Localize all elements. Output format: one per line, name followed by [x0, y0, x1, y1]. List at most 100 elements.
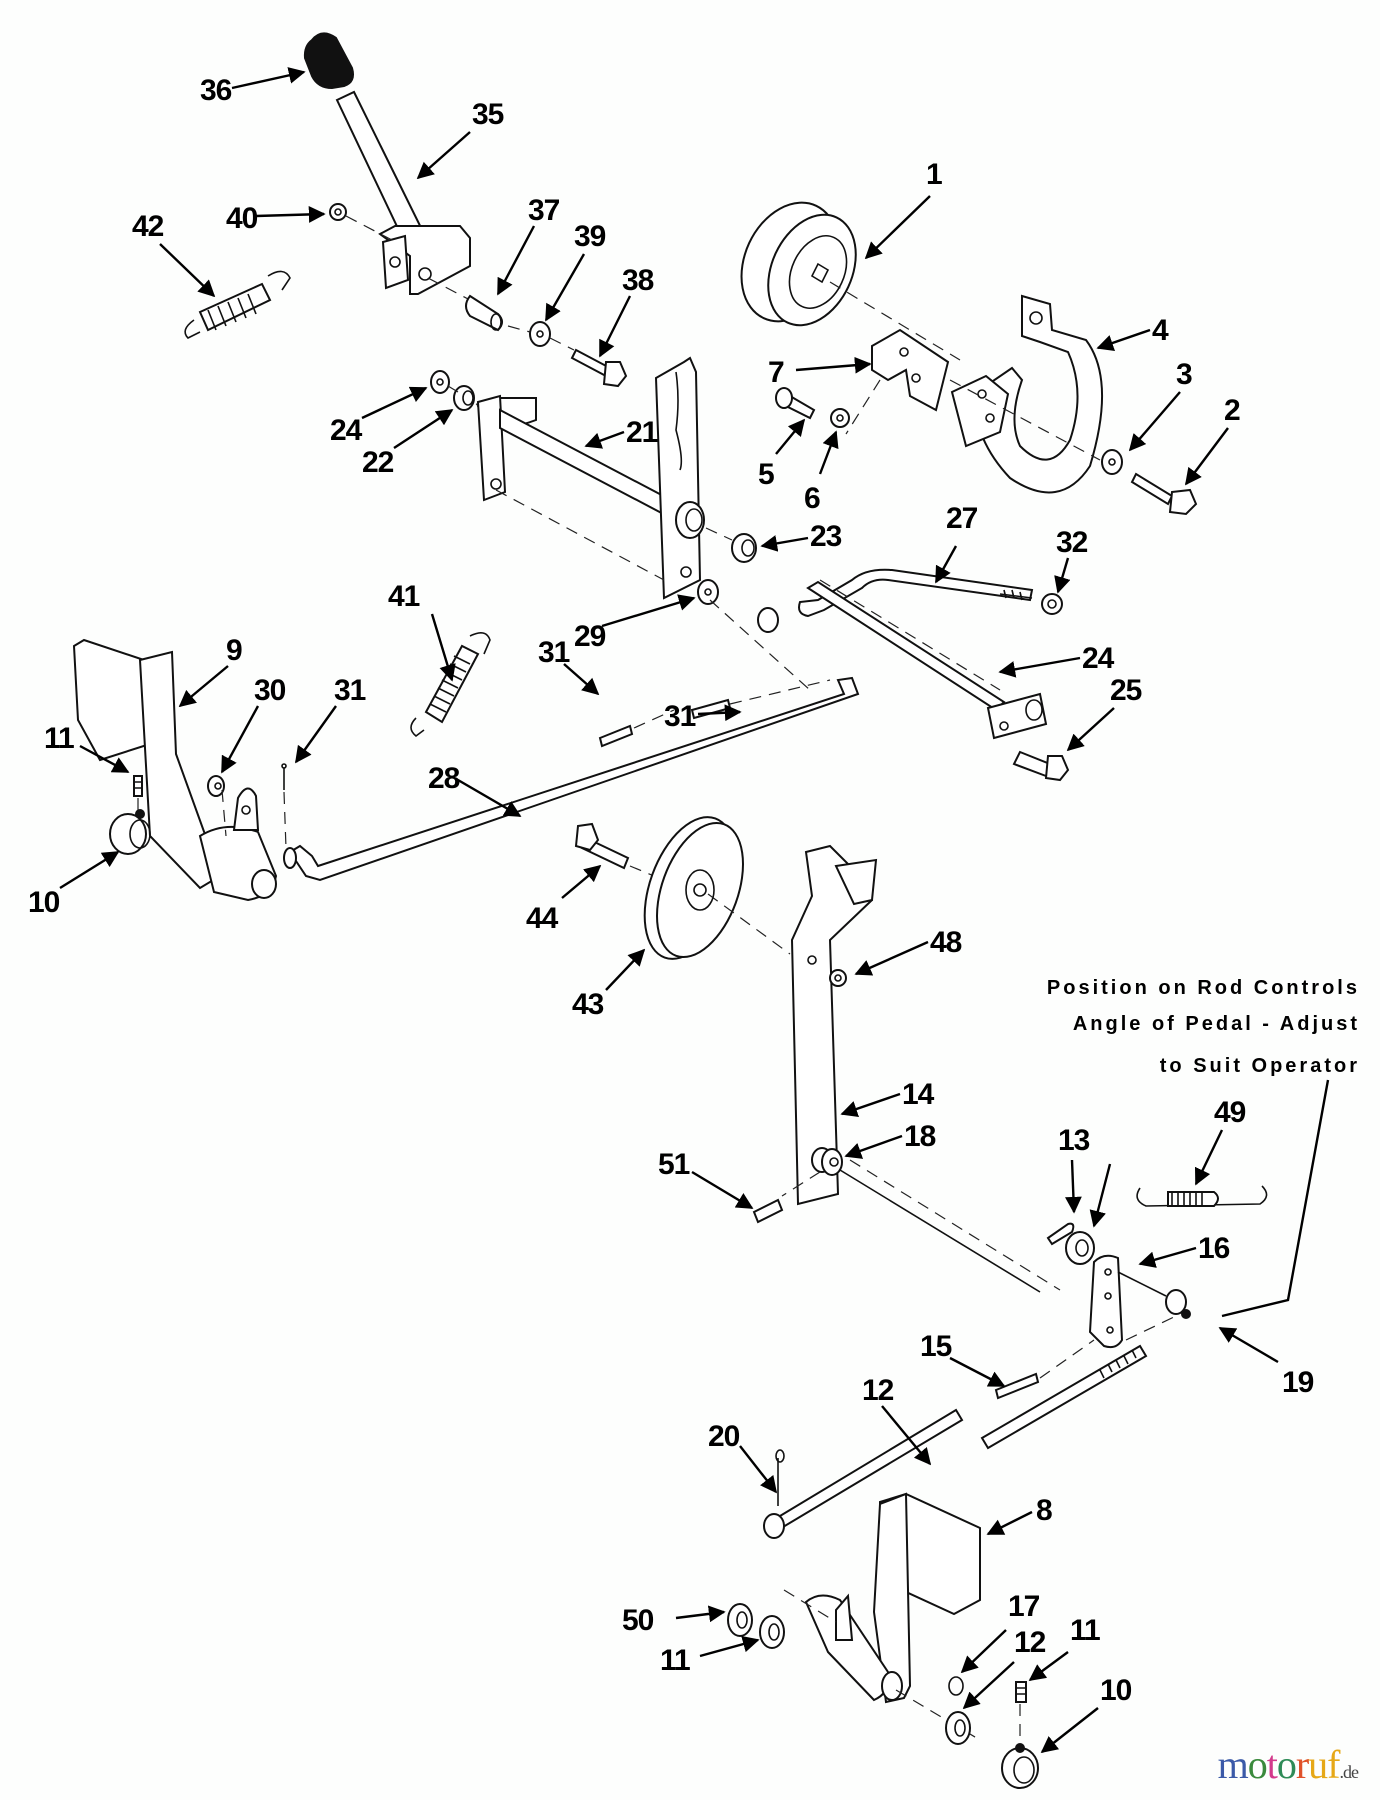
svg-text:5: 5: [758, 458, 774, 491]
callout-6: 6: [804, 430, 839, 515]
callout-49: 50: [622, 1604, 726, 1637]
svg-text:Angle of Pedal - Adjust: Angle of Pedal - Adjust: [1073, 1013, 1360, 1035]
watermark-letter: m: [1217, 1742, 1249, 1787]
note-leader: [1221, 1079, 1330, 1318]
svg-text:9: 9: [226, 634, 242, 667]
cotter-pin-31b-part: [598, 724, 634, 748]
callout-39: 40: [226, 202, 326, 235]
washer-30b-part: [207, 775, 225, 797]
set-screw-11b-part: [1015, 1681, 1027, 1703]
svg-text:12: 12: [1014, 1626, 1046, 1659]
callout-40: 41: [388, 580, 456, 682]
washer-38-part: [529, 321, 551, 347]
callout-8: 8: [986, 1494, 1053, 1536]
svg-text:19: 19: [1282, 1366, 1314, 1399]
callout-10a: 10: [28, 850, 120, 919]
svg-text:30: 30: [254, 674, 286, 707]
watermark-letter: o: [1247, 1742, 1268, 1787]
svg-text:20: 20: [708, 1420, 740, 1453]
svg-text:11: 11: [44, 722, 74, 755]
callout-21: 18: [844, 1120, 937, 1159]
spring-40-part: [410, 632, 491, 738]
threaded-rod-part: [980, 1344, 1148, 1450]
cotter-pin-15-part: [1046, 1222, 1075, 1246]
callout-32: 32: [1054, 526, 1089, 594]
svg-text:41: 41: [388, 580, 420, 613]
svg-text:23: 23: [810, 520, 842, 553]
callout-48: 49: [1194, 1096, 1247, 1186]
ferrule-22-part: [1165, 1289, 1191, 1319]
callout-2: 2: [1184, 394, 1241, 486]
washer-3-part: [1101, 449, 1123, 475]
callout-24a: 22: [362, 408, 454, 479]
svg-text:25: 25: [1110, 674, 1142, 707]
svg-text:1: 1: [926, 158, 942, 191]
callout-11b: 11: [1028, 1614, 1101, 1681]
svg-text:31: 31: [538, 636, 570, 669]
watermark-logo: motoruf.de: [1217, 1741, 1359, 1788]
callout-16: 14: [840, 1078, 936, 1118]
svg-text:28: 28: [428, 762, 460, 795]
pedal-8-part: [804, 1492, 981, 1704]
bolt-43-part: [574, 822, 630, 870]
nut-6-part: [830, 408, 850, 428]
bolt-2-part: [1130, 472, 1198, 516]
watermark-letter: u: [1308, 1742, 1328, 1787]
svg-text:48: 48: [930, 926, 962, 959]
svg-text:39: 39: [574, 220, 606, 253]
callout-23: 21: [584, 416, 659, 449]
svg-text:16: 16: [1198, 1232, 1230, 1265]
callout-9: 9: [178, 634, 243, 708]
pedal-9-part: [72, 638, 278, 902]
svg-text:3: 3: [1176, 358, 1192, 391]
callout-11a: 11: [44, 722, 130, 774]
pin-17-part: [994, 1372, 1040, 1400]
svg-text:51: 51: [658, 1148, 690, 1181]
svg-text:32: 32: [1056, 526, 1088, 559]
svg-text:22: 22: [362, 446, 394, 479]
callout-1: 1: [864, 158, 943, 260]
collar-10a-part: [109, 809, 151, 855]
callout-30b: 30: [220, 674, 287, 774]
nut-32-part: [1041, 593, 1063, 615]
svg-text:17: 17: [1008, 1590, 1040, 1623]
cotter-pin-31a-part: [281, 763, 287, 790]
callout-12: 11 12: [962, 1626, 1047, 1710]
callout-43: 44: [526, 864, 602, 935]
washer-30a-part: [697, 579, 719, 605]
svg-text:6: 6: [804, 482, 820, 515]
svg-text:35: 35: [472, 98, 504, 131]
svg-text:10: 10: [28, 886, 60, 919]
svg-text:21: 21: [626, 416, 658, 449]
spring-41-part: [184, 270, 291, 339]
idler-pulley-42-part: [643, 816, 744, 960]
adjustment-note: Position on Rod Controls Angle of Pedal …: [1047, 977, 1360, 1077]
callout-26: 24: [998, 642, 1116, 678]
bolt-5-part: [775, 387, 816, 420]
idler-arm-16-part: [790, 844, 878, 1206]
bushing-21-part: [811, 1147, 843, 1176]
svg-text:36: 36: [200, 74, 232, 107]
svg-text:50: 50: [622, 1604, 654, 1637]
callout-3: 3: [1128, 358, 1193, 452]
bolt-27-part: [1012, 750, 1070, 782]
svg-text:7: 7: [768, 356, 784, 389]
callout-5: 5: [758, 418, 806, 491]
svg-text:40: 40: [226, 202, 258, 235]
brake-rod-28-part: [757, 568, 1034, 633]
svg-text:44: 44: [526, 902, 559, 935]
watermark-letter: f: [1327, 1742, 1340, 1787]
svg-text:43: 43: [572, 988, 604, 1021]
nut-39-part: [329, 203, 347, 221]
callout-42: 43: [572, 948, 646, 1021]
nut-44-part: [829, 969, 847, 987]
callout-51: [1089, 1163, 1112, 1228]
callout-7: 7: [768, 356, 872, 389]
callout-24b: 23: [760, 520, 843, 553]
watermark-letter: t: [1266, 1742, 1278, 1787]
callout-19: 17: [960, 1590, 1041, 1674]
pin-50-part: [752, 1198, 784, 1224]
callout-27: 25: [1066, 674, 1143, 752]
svg-text:11: 11: [660, 1644, 690, 1677]
callout-15: 13: [1058, 1124, 1091, 1214]
